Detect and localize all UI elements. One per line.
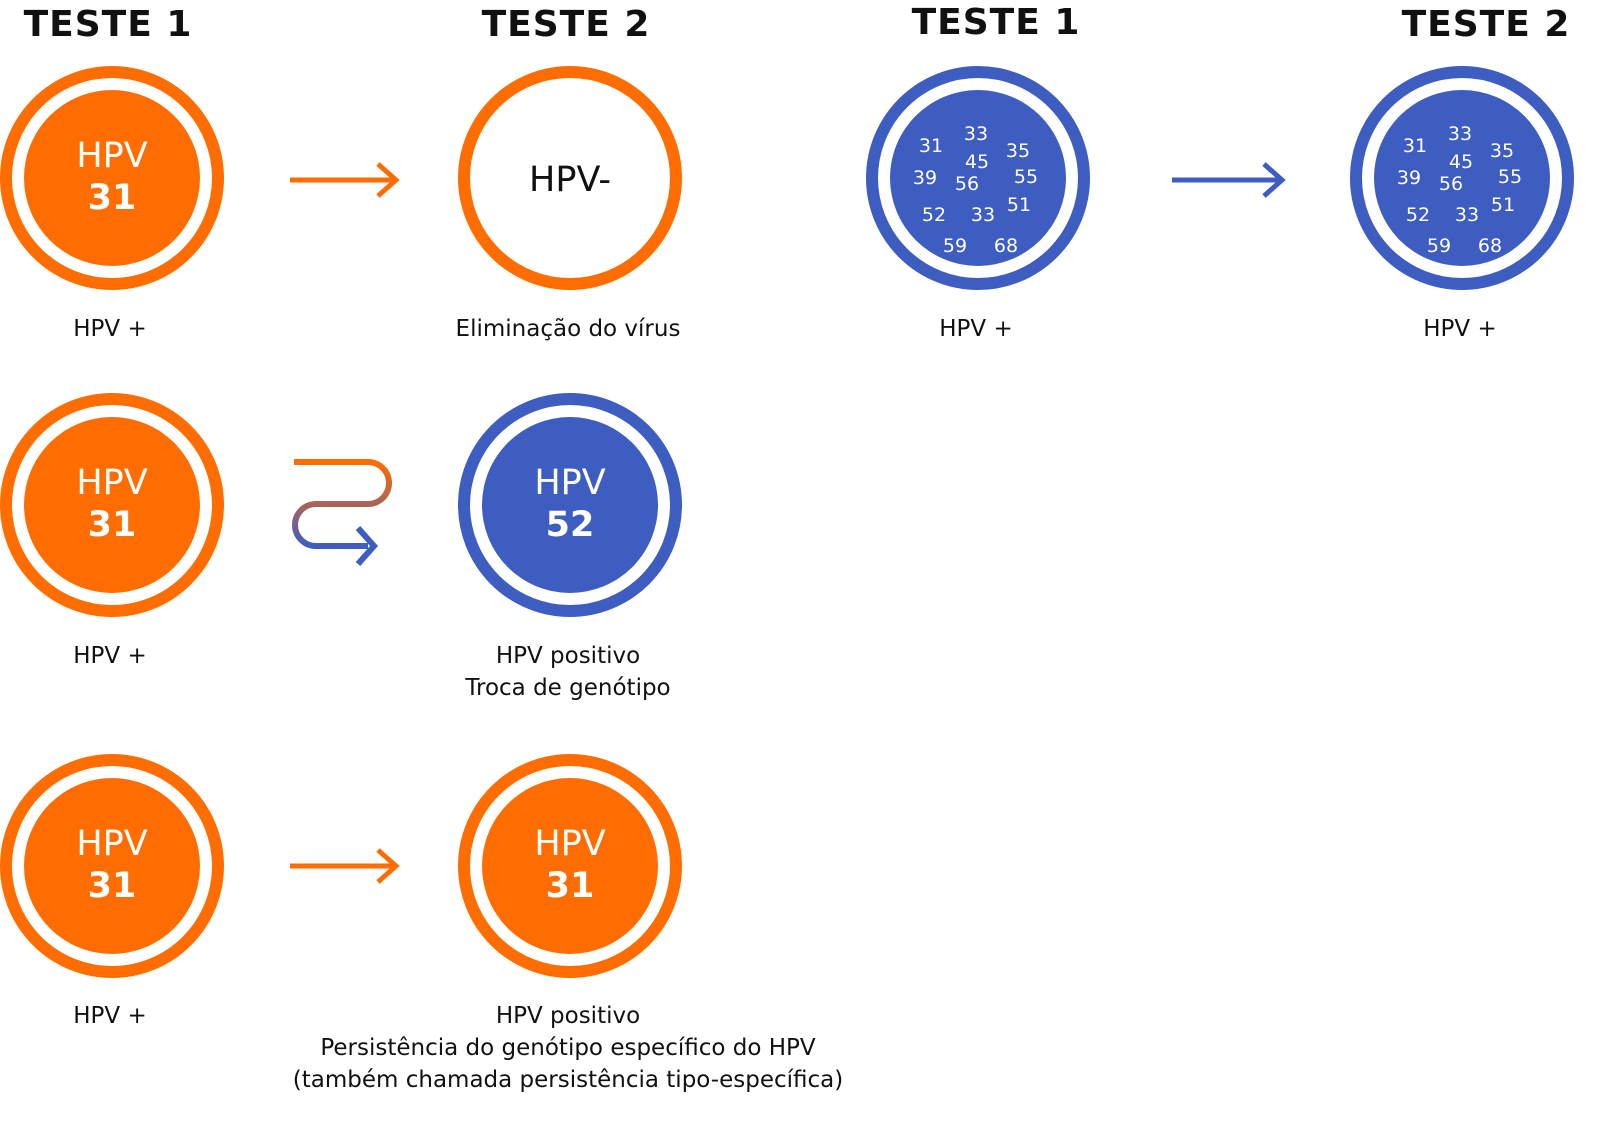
- row3-test1-label-top: HPV: [76, 824, 148, 864]
- row2-test2-caption-line2: Troca de genótipo: [465, 675, 671, 701]
- row2-test1-circle: HPV 31: [0, 393, 224, 617]
- row2-test2-label-top: HPV: [534, 463, 606, 503]
- genotype-label: 59: [942, 235, 968, 257]
- row3-test2-circle: HPV 31: [458, 754, 682, 978]
- genotype-label: 56: [954, 173, 980, 195]
- row1-test1-caption: HPV +: [0, 313, 410, 345]
- genotype-label: 39: [1396, 167, 1422, 189]
- row2-test1-label-top: HPV: [76, 463, 148, 503]
- genotype-label: 33: [1447, 123, 1473, 145]
- row3-test2-caption-line1: HPV positivo: [495, 1003, 641, 1029]
- genotype-label: 33: [970, 204, 996, 226]
- row2-test2-caption-line1: HPV positivo: [495, 643, 641, 669]
- multi-test1-circle: 31 33 35 39 45 55 56 52 33 51 59 68: [866, 66, 1090, 290]
- row1-test1-label-top: HPV: [76, 136, 148, 176]
- multi-test1-genotype-cloud: 31 33 35 39 45 55 56 52 33 51 59 68: [890, 90, 1066, 266]
- genotype-label: 55: [1013, 166, 1039, 188]
- row1-test1-circle: HPV 31: [0, 66, 224, 290]
- genotype-label: 68: [993, 235, 1019, 257]
- row2-test1-caption-text: HPV +: [73, 643, 147, 669]
- genotype-label: 33: [1454, 204, 1480, 226]
- row2-switch-arrow-icon: [292, 459, 392, 566]
- row2-test2-caption: HPV positivo Troca de genótipo: [268, 640, 868, 704]
- row1-arrow-icon: [290, 162, 400, 198]
- row3-test1-genotype: 31: [87, 866, 137, 906]
- header-left-test1: TESTE 1: [23, 4, 193, 45]
- multi-test2-caption-text: HPV +: [1423, 316, 1497, 342]
- row2-test1-caption: HPV +: [0, 640, 410, 672]
- row1-test2-circle: HPV-: [458, 66, 682, 290]
- genotype-label: 33: [963, 123, 989, 145]
- multi-test1-caption: HPV +: [676, 313, 1276, 345]
- header-left-test2: TESTE 2: [481, 4, 651, 45]
- row2-test1-genotype: 31: [87, 505, 137, 545]
- genotype-label: 39: [912, 167, 938, 189]
- genotype-label: 59: [1426, 235, 1452, 257]
- multi-test1-caption-text: HPV +: [939, 316, 1013, 342]
- genotype-label: 35: [1005, 140, 1031, 162]
- header-right-test1: TESTE 1: [911, 2, 1081, 43]
- multi-test2-genotype-cloud: 31 33 35 39 45 55 56 52 33 51 59 68: [1374, 90, 1550, 266]
- row1-test1-caption-text: HPV +: [73, 316, 147, 342]
- multi-test2-circle: 31 33 35 39 45 55 56 52 33 51 59 68: [1350, 66, 1574, 290]
- multi-arrow-icon: [1172, 162, 1286, 198]
- genotype-label: 45: [964, 151, 990, 173]
- header-right-test2: TESTE 2: [1401, 4, 1571, 45]
- genotype-label: 31: [1402, 135, 1428, 157]
- row1-test2-caption: Eliminação do vírus: [268, 313, 868, 345]
- genotype-label: 56: [1438, 173, 1464, 195]
- row3-test2-caption: HPV positivo Persistência do genótipo es…: [268, 1000, 868, 1096]
- row3-test1-caption-text: HPV +: [73, 1003, 147, 1029]
- genotype-label: 35: [1489, 140, 1515, 162]
- genotype-label: 51: [1006, 194, 1032, 216]
- genotype-label: 55: [1497, 166, 1523, 188]
- row2-test2-genotype: 52: [545, 505, 595, 545]
- row2-test2-circle: HPV 52: [458, 393, 682, 617]
- row3-test1-circle: HPV 31: [0, 754, 224, 978]
- multi-test2-caption: HPV +: [1160, 313, 1609, 345]
- row3-arrow-icon: [290, 848, 400, 884]
- genotype-label: 45: [1448, 151, 1474, 173]
- row1-test2-caption-line1: Eliminação do vírus: [455, 316, 681, 342]
- row3-test2-caption-line3: (também chamada persistência tipo-especí…: [292, 1067, 844, 1093]
- genotype-label: 52: [1405, 204, 1431, 226]
- row1-test1-genotype: 31: [87, 178, 137, 218]
- genotype-label: 51: [1490, 194, 1516, 216]
- row3-test1-caption: HPV +: [0, 1000, 410, 1032]
- row3-test2-caption-line2: Persistência do genótipo específico do H…: [320, 1035, 816, 1061]
- genotype-label: 31: [918, 135, 944, 157]
- row3-test2-label-top: HPV: [534, 824, 606, 864]
- genotype-label: 52: [921, 204, 947, 226]
- genotype-label: 68: [1477, 235, 1503, 257]
- row1-test2-label: HPV-: [529, 160, 611, 200]
- row3-test2-genotype: 31: [545, 866, 595, 906]
